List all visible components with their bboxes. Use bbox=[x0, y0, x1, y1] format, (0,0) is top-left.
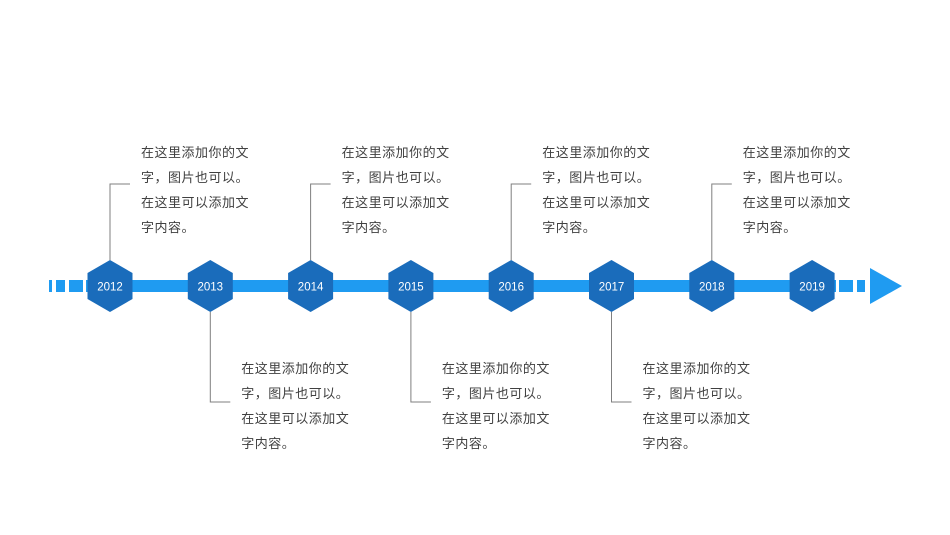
event-description-line: 在这里可以添加文 bbox=[642, 412, 751, 427]
year-label: 2016 bbox=[498, 282, 524, 294]
connector-line bbox=[410, 312, 431, 403]
event-description: 在这里添加你的文字，图片也可以。在这里可以添加文字内容。 bbox=[342, 141, 462, 241]
event-description-line: 在这里添加你的文 bbox=[542, 146, 651, 161]
timeline-arrow-head bbox=[870, 268, 902, 304]
event-description: 在这里添加你的文字，图片也可以。在这里可以添加文字内容。 bbox=[643, 357, 763, 457]
year-hexagon bbox=[388, 260, 434, 312]
year-label: 2015 bbox=[398, 282, 424, 294]
event-description-line: 字内容。 bbox=[341, 221, 396, 236]
event-description-line: 在这里添加你的文 bbox=[241, 362, 350, 377]
event-description-line: 在这里添加你的文 bbox=[441, 362, 550, 377]
event-description-line: 字，图片也可以。 bbox=[441, 387, 550, 402]
year-label: 2012 bbox=[97, 282, 123, 294]
event-description-line: 在这里可以添加文 bbox=[141, 196, 250, 211]
event-description-line: 字，图片也可以。 bbox=[542, 171, 651, 186]
year-label: 2013 bbox=[198, 282, 224, 294]
bar-dash-segment bbox=[857, 280, 865, 292]
year-label: 2019 bbox=[799, 282, 825, 294]
bar-dash-segment bbox=[49, 280, 52, 292]
year-label: 2017 bbox=[599, 282, 625, 294]
year-hexagon bbox=[87, 260, 133, 312]
timeline-bar bbox=[86, 280, 836, 292]
event-description-line: 在这里添加你的文 bbox=[141, 146, 250, 161]
event-description-line: 字内容。 bbox=[241, 437, 296, 452]
connector-line bbox=[310, 183, 331, 260]
year-label: 2014 bbox=[298, 282, 324, 294]
year-hexagon bbox=[187, 260, 233, 312]
event-description-line: 在这里可以添加文 bbox=[241, 412, 350, 427]
event-description-line: 字内容。 bbox=[742, 221, 797, 236]
year-hexagon bbox=[789, 260, 835, 312]
event-description-line: 在这里可以添加文 bbox=[341, 196, 450, 211]
event-description-line: 在这里添加你的文 bbox=[642, 362, 751, 377]
event-description: 在这里添加你的文字，图片也可以。在这里可以添加文字内容。 bbox=[542, 141, 662, 241]
year-label: 2018 bbox=[699, 282, 725, 294]
event-description-line: 在这里添加你的文 bbox=[341, 146, 450, 161]
event-description-line: 在这里可以添加文 bbox=[441, 412, 550, 427]
connector-line bbox=[611, 312, 632, 403]
event-description: 在这里添加你的文字，图片也可以。在这里可以添加文字内容。 bbox=[442, 357, 562, 457]
connector-line bbox=[711, 183, 732, 260]
bar-dash-segment bbox=[56, 280, 65, 292]
connector-line bbox=[209, 312, 231, 403]
event-description-line: 在这里可以添加文 bbox=[742, 196, 851, 211]
bar-dash-segment bbox=[839, 280, 853, 292]
year-hexagon bbox=[288, 260, 334, 312]
event-description-line: 字，图片也可以。 bbox=[742, 171, 851, 186]
event-description: 在这里添加你的文字，图片也可以。在这里可以添加文字内容。 bbox=[743, 141, 863, 241]
connector-line bbox=[109, 183, 130, 260]
event-description-line: 在这里可以添加文 bbox=[542, 196, 651, 211]
event-description-line: 字内容。 bbox=[441, 437, 496, 452]
event-description: 在这里添加你的文字，图片也可以。在这里可以添加文字内容。 bbox=[241, 357, 361, 457]
event-description-line: 字，图片也可以。 bbox=[341, 171, 450, 186]
event-description-line: 字内容。 bbox=[141, 221, 196, 236]
event-description-line: 字内容。 bbox=[642, 437, 697, 452]
event-description-line: 字内容。 bbox=[542, 221, 597, 236]
event-description-line: 字，图片也可以。 bbox=[241, 387, 350, 402]
bar-dash-segment bbox=[69, 280, 83, 292]
event-description: 在这里添加你的文字，图片也可以。在这里可以添加文字内容。 bbox=[141, 141, 261, 241]
event-description-line: 在这里添加你的文 bbox=[742, 146, 851, 161]
event-description-line: 字，图片也可以。 bbox=[642, 387, 751, 402]
year-hexagon bbox=[589, 260, 634, 312]
event-description-line: 字，图片也可以。 bbox=[141, 171, 250, 186]
year-hexagon bbox=[488, 260, 534, 312]
connector-line bbox=[510, 183, 532, 260]
year-hexagon bbox=[689, 260, 735, 312]
